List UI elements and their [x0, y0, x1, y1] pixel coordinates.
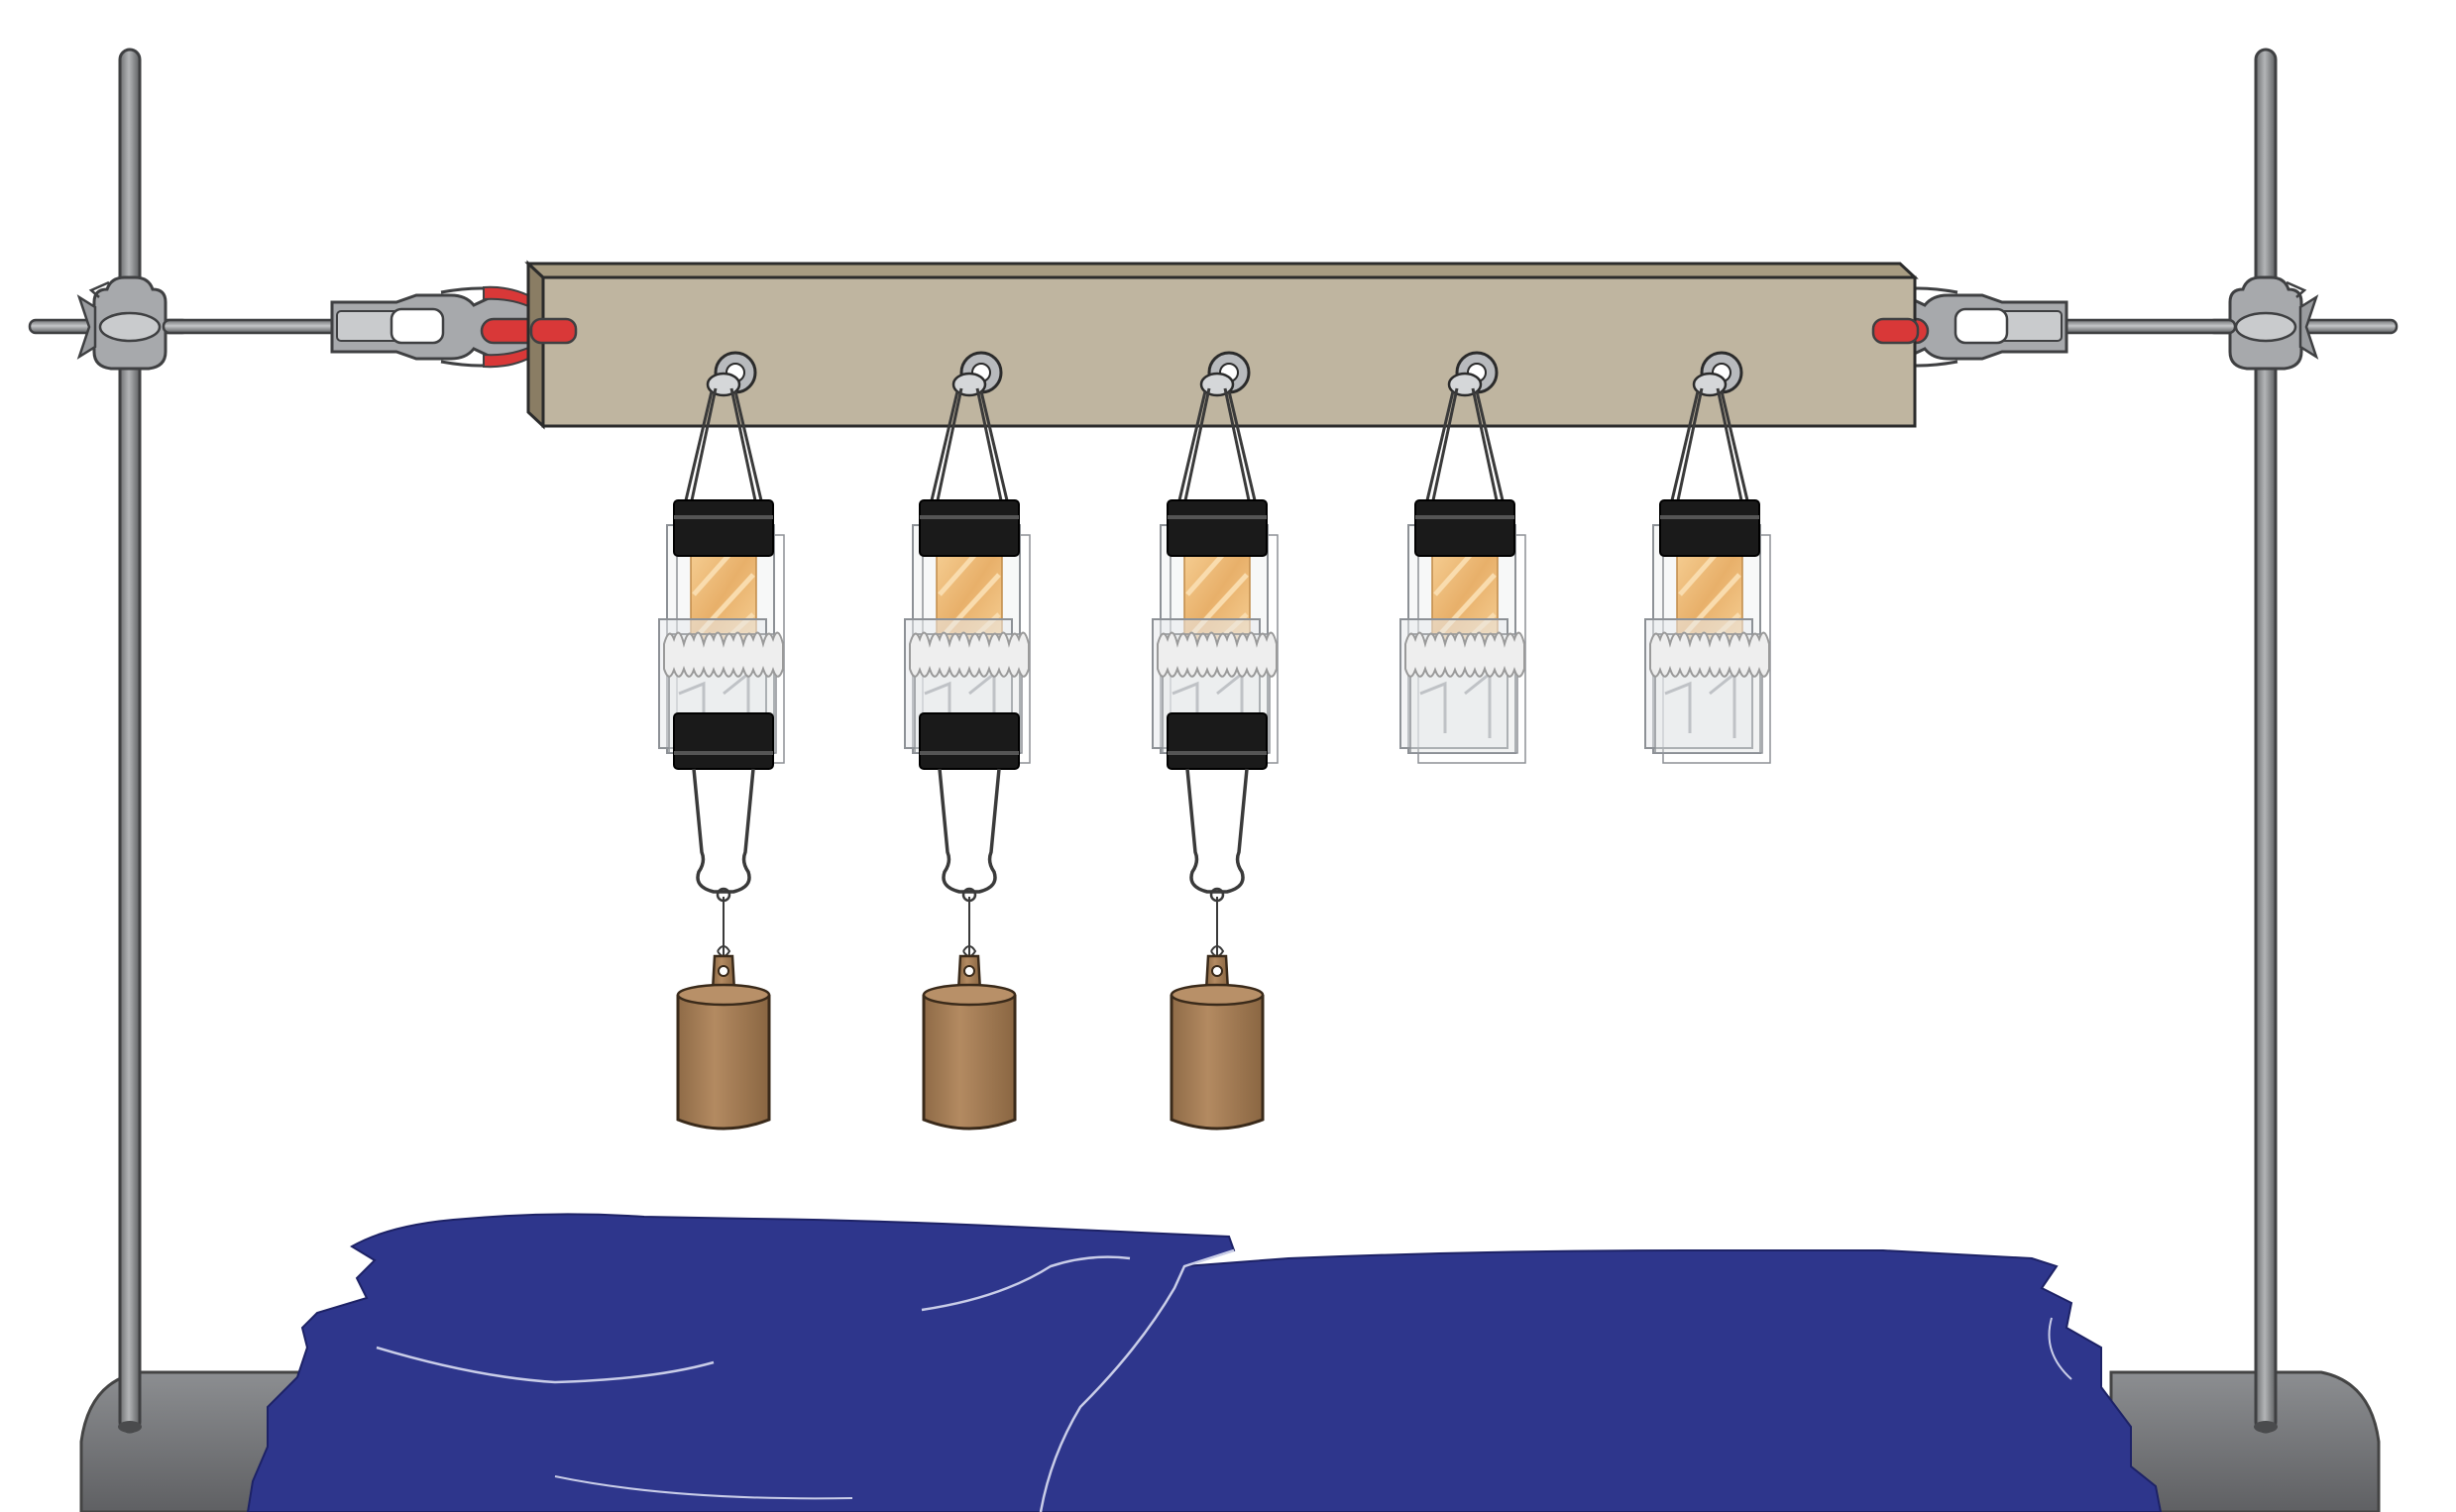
adhesive-layer — [1404, 631, 1525, 678]
binder-clip-icon — [919, 712, 1020, 770]
specimen-1 — [658, 351, 785, 1131]
binder-clip-icon — [919, 499, 1020, 557]
wire-loop — [938, 768, 1001, 894]
eye-hook-icon — [1447, 351, 1499, 397]
adhesive-layer — [1649, 631, 1770, 678]
binder-clip-icon — [673, 499, 774, 557]
specimen-5 — [1644, 351, 1771, 764]
binder-clip-icon — [673, 712, 774, 770]
binder-clip-icon — [1659, 499, 1760, 557]
weight-icon — [1170, 954, 1265, 1131]
specimen-3 — [1152, 351, 1279, 1131]
boss-head-left — [28, 275, 190, 371]
adhesive-layer — [909, 631, 1030, 678]
specimen-group — [658, 351, 1771, 1131]
specimen-2 — [904, 351, 1031, 1131]
boss-head-right — [2206, 275, 2399, 371]
weight-icon — [676, 954, 771, 1131]
blue-cloth — [246, 1213, 2163, 1512]
wire-loop — [1185, 768, 1249, 894]
stand-rod-right — [2254, 48, 2278, 1434]
clamp-arm-right — [2055, 318, 2237, 335]
binder-clip-icon — [1167, 712, 1268, 770]
stand-rod-left — [118, 48, 142, 1434]
adhesive-layer — [1157, 631, 1278, 678]
adhesive-layer — [663, 631, 784, 678]
weight-icon — [922, 954, 1017, 1131]
stand-base-right — [2109, 1370, 2381, 1512]
clamp-arm-left — [162, 318, 344, 335]
specimen-4 — [1399, 351, 1526, 764]
binder-clip-icon — [1414, 499, 1515, 557]
binder-clip-icon — [1167, 499, 1268, 557]
wire-loop — [692, 768, 755, 894]
